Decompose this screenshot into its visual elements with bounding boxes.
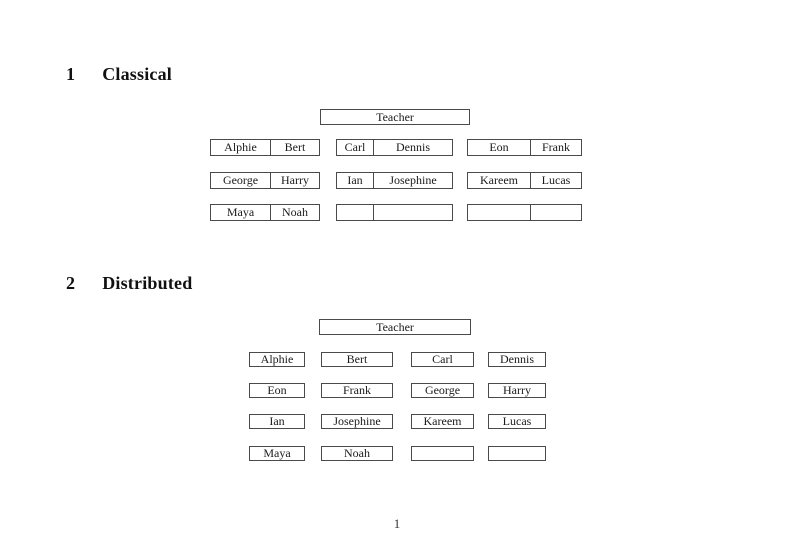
classical-desk-kareem-lucas: Kareem Lucas	[467, 172, 582, 189]
seat-left: George	[211, 173, 271, 188]
classical-desk-alphie-bert: Alphie Bert	[210, 139, 320, 156]
distributed-seat-josephine: Josephine	[321, 414, 393, 429]
seat-right-empty	[374, 205, 452, 220]
distributed-seat-empty-1	[411, 446, 474, 461]
distributed-seat-alphie: Alphie	[249, 352, 305, 367]
seat-left: Eon	[468, 140, 531, 155]
seat-left: Kareem	[468, 173, 531, 188]
seat-right-empty	[531, 205, 581, 220]
distributed-seat-bert: Bert	[321, 352, 393, 367]
distributed-seat-kareem: Kareem	[411, 414, 474, 429]
distributed-seat-maya: Maya	[249, 446, 305, 461]
classical-desk-empty-2	[467, 204, 582, 221]
classical-desk-eon-frank: Eon Frank	[467, 139, 582, 156]
classical-desk-ian-josephine: Ian Josephine	[336, 172, 453, 189]
seat-right: Lucas	[541, 173, 571, 187]
section-heading-classical: 1 Classical	[66, 64, 172, 84]
section-heading-distributed: 2 Distributed	[66, 273, 192, 293]
seat-left: Ian	[337, 173, 374, 188]
seat-right: Josephine	[389, 173, 437, 187]
section-title: Classical	[102, 64, 173, 84]
distributed-seat-frank: Frank	[321, 383, 393, 398]
seat-left: Carl	[337, 140, 374, 155]
seat-right: Bert	[284, 140, 306, 154]
classical-desk-carl-dennis: Carl Dennis	[336, 139, 453, 156]
classical-teacher-box: Teacher	[320, 109, 470, 125]
seat-left-empty	[468, 205, 531, 220]
classical-desk-empty-1	[336, 204, 453, 221]
page-number: 1	[393, 516, 401, 531]
distributed-seat-george: George	[411, 383, 474, 398]
section-number: 2	[66, 273, 76, 293]
distributed-seat-lucas: Lucas	[488, 414, 546, 429]
distributed-teacher-box: Teacher	[319, 319, 471, 335]
distributed-seat-dennis: Dennis	[488, 352, 546, 367]
section-number: 1	[66, 64, 76, 84]
seat-right: Noah	[282, 205, 308, 219]
distributed-seat-harry: Harry	[488, 383, 546, 398]
seat-left: Maya	[211, 205, 271, 220]
distributed-seat-eon: Eon	[249, 383, 305, 398]
seat-right: Dennis	[396, 140, 430, 154]
seat-left: Alphie	[211, 140, 271, 155]
seat-right: Frank	[542, 140, 570, 154]
distributed-seat-noah: Noah	[321, 446, 393, 461]
distributed-seat-ian: Ian	[249, 414, 305, 429]
distributed-seat-carl: Carl	[411, 352, 474, 367]
section-title: Distributed	[102, 273, 193, 293]
distributed-seat-empty-2	[488, 446, 546, 461]
seat-left-empty	[337, 205, 374, 220]
classical-desk-maya-noah: Maya Noah	[210, 204, 320, 221]
seat-right: Harry	[281, 173, 309, 187]
classical-desk-george-harry: George Harry	[210, 172, 320, 189]
